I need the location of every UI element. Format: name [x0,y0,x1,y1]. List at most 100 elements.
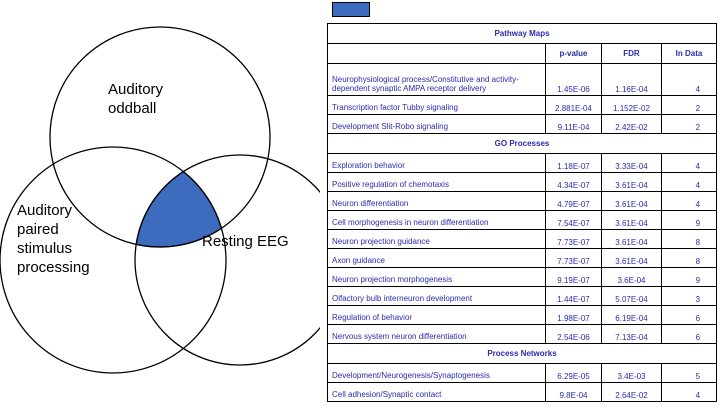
section-header: Process Networks [326,343,718,364]
cell-name: Nervous system neuron differentiation [327,324,546,344]
section-title: Process Networks [326,343,718,364]
cell-p-value: 2.881E-04 [545,95,602,115]
legend-swatch [332,2,370,17]
cell-name: Neuron projection guidance [327,229,546,249]
venn-circle-resting-eeg [134,154,320,366]
column-header-name [327,43,546,64]
cell-fdr: 2.42E-02 [601,114,662,134]
venn-circle-auditory-oddball [49,26,271,248]
cell-fdr: 5.07E-04 [601,286,662,306]
cell-name: Neuron differentiation [327,191,546,211]
venn-circle-auditory-paired [0,146,227,374]
cell-in-data: 2 [660,114,718,134]
cell-p-value: 4.34E-07 [545,172,602,192]
cell-name: Development/Neurogenesis/Synaptogenesis [327,363,546,383]
cell-name: Neuron projection morphogenesis [327,267,546,287]
cell-p-value: 6.29E-05 [545,363,602,383]
cell-fdr: 1.16E-04 [601,63,662,96]
cell-name: Cell morphogenesis in neuron differentia… [327,210,546,230]
column-header-fdr: FDR [601,43,662,64]
venn-label-line: Resting EEG [202,233,289,250]
cell-in-data: 4 [660,191,718,211]
cell-p-value: 2.54E-06 [545,324,602,344]
venn-label-auditory-paired: Auditory paired stimulus processing [17,201,90,277]
cell-name: Axon guidance [327,248,546,268]
cell-in-data: 2 [660,95,718,115]
section-header: Pathway Maps [326,23,718,44]
venn-label-line: oddball [108,100,157,117]
cell-name: Regulation of behavior [327,305,546,325]
venn-diagram [0,26,320,374]
cell-in-data: 6 [660,305,718,325]
cell-in-data: 5 [660,363,718,383]
cell-fdr: 2.64E-02 [601,382,662,402]
cell-name: Development Slit-Robo signaling [327,114,546,134]
venn-label-line: paired [17,221,59,238]
venn-label-line: Auditory [17,202,73,219]
cell-in-data: 8 [660,248,718,268]
venn-label-auditory-oddball: Auditory oddball [108,80,163,118]
cell-fdr: 6.19E-04 [601,305,662,325]
table-row: Neurophysiological process/Constitutive … [327,63,718,96]
cell-in-data: 4 [660,382,718,402]
section-title: GO Processes [326,133,718,154]
column-header-in-data: In Data [660,43,718,64]
column-header-p-value: p-value [545,43,602,64]
cell-name: Transcription factor Tubby signaling [327,95,546,115]
cell-in-data: 6 [660,324,718,344]
venn-label-resting-eeg: Resting EEG [202,232,289,251]
cell-fdr: 3.61E-04 [601,229,662,249]
cell-name: Neurophysiological process/Constitutive … [327,63,546,96]
cell-fdr: 3.61E-04 [601,210,662,230]
cell-fdr: 3.61E-04 [601,248,662,268]
cell-name: Positive regulation of chemotaxis [327,172,546,192]
cell-name: Olfactory bulb interneuron development [327,286,546,306]
cell-fdr: 1.152E-02 [601,95,662,115]
cell-p-value: 7.73E-07 [545,248,602,268]
cell-p-value: 1.98E-07 [545,305,602,325]
cell-in-data: 4 [660,172,718,192]
table-row: Cell morphogenesis in neuron differentia… [327,210,718,230]
cell-p-value: 1.18E-07 [545,153,602,173]
venn-label-line: stimulus [17,240,73,257]
cell-p-value: 9.11E-04 [545,114,602,134]
section-header: GO Processes [326,133,718,154]
cell-fdr: 7.13E-04 [601,324,662,344]
cell-in-data: 8 [660,229,718,249]
venn-label-line: Auditory [108,81,164,98]
cell-p-value: 7.54E-07 [545,210,602,230]
cell-p-value: 4.79E-07 [545,191,602,211]
cell-fdr: 3.6E-04 [601,267,662,287]
cell-fdr: 3.61E-04 [601,191,662,211]
cell-in-data: 9 [660,267,718,287]
cell-name: Cell adhesion/Synaptic contact [327,382,546,402]
cell-p-value: 7.73E-07 [545,229,602,249]
cell-in-data: 4 [660,63,718,96]
cell-in-data: 9 [660,210,718,230]
venn-label-line: processing [17,259,90,276]
cell-in-data: 4 [660,153,718,173]
cell-name: Exploration behavior [327,153,546,173]
cell-p-value: 1.44E-07 [545,286,602,306]
cell-fdr: 3.61E-04 [601,172,662,192]
cell-in-data: 3 [660,286,718,306]
cell-p-value: 1.45E-06 [545,63,602,96]
cell-p-value: 9.8E-04 [545,382,602,402]
cell-p-value: 9.19E-07 [545,267,602,287]
cell-fdr: 3.33E-04 [601,153,662,173]
section-title: Pathway Maps [326,23,718,44]
